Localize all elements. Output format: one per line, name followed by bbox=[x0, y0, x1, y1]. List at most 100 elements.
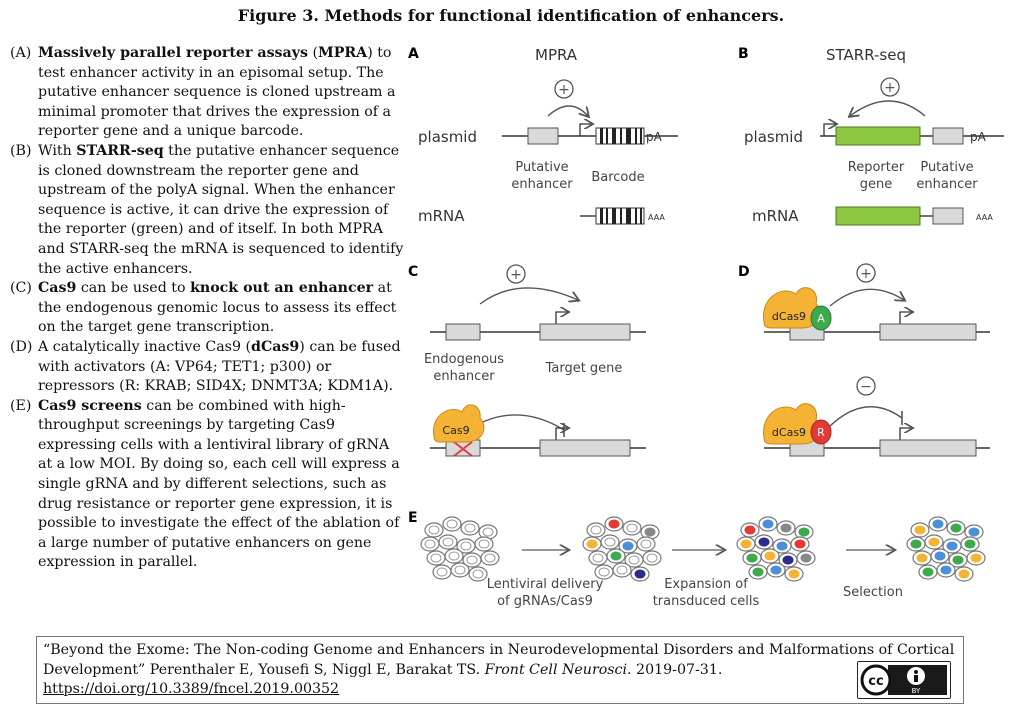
cell-nucleus bbox=[928, 537, 940, 547]
plus-sign: + bbox=[884, 80, 896, 96]
cell-nucleus bbox=[466, 555, 478, 565]
legend-item-c: (C) Cas9 can be used to knock out an enh… bbox=[10, 279, 405, 338]
plus-icon bbox=[856, 263, 876, 283]
cell-nucleus bbox=[764, 551, 776, 561]
text: A catalytically inactive Cas9 ( bbox=[38, 338, 252, 355]
item-text: With STARR-seq the putative enhancer seq… bbox=[38, 142, 405, 279]
text: can be combined with high-throughput scr… bbox=[38, 397, 400, 571]
text: the putative enhancer sequence is cloned… bbox=[38, 142, 404, 277]
reporter-mrna-box bbox=[835, 206, 921, 226]
cell-nucleus bbox=[958, 569, 970, 579]
plus-icon bbox=[880, 77, 900, 97]
cc-by-license-badge: cc BY bbox=[857, 661, 951, 699]
target-gene-box-d bbox=[879, 323, 977, 341]
repressor-label: R bbox=[817, 426, 825, 439]
text: With bbox=[38, 142, 77, 159]
repressor-domain bbox=[810, 419, 832, 445]
polya-tail-a: AAA bbox=[648, 213, 665, 222]
panel-b: B STARR-seq + plasmid pA Reporter gene P… bbox=[738, 46, 1004, 226]
citation-box: “Beyond the Exome: The Non-coding Genome… bbox=[36, 636, 964, 704]
figure-title: Figure 3. Methods for functional identif… bbox=[237, 6, 785, 25]
cell-nucleus bbox=[776, 541, 788, 551]
enhancer-box-a bbox=[527, 127, 559, 145]
lenti-label-1: Lentiviral delivery bbox=[487, 577, 604, 592]
legend-item-b: (B) With STARR-seq the putative enhancer… bbox=[10, 142, 405, 279]
legend-text: (A) Massively parallel reporter assays (… bbox=[10, 44, 405, 573]
target-gene-box-d2 bbox=[879, 439, 977, 457]
target-gene-box bbox=[539, 323, 631, 341]
cell-cluster-transduced bbox=[582, 516, 662, 582]
text: ) to test enhancer activity in an episom… bbox=[38, 45, 396, 140]
cell-nucleus bbox=[746, 553, 758, 563]
text: ( bbox=[307, 45, 319, 61]
minus-sign: − bbox=[860, 379, 872, 395]
cell-nucleus bbox=[430, 553, 442, 563]
cell-nucleus bbox=[782, 555, 794, 565]
endog-label-2: enhancer bbox=[433, 369, 495, 384]
cell-nucleus bbox=[964, 539, 976, 549]
activation-arrow bbox=[547, 105, 588, 116]
putative-label-a2: enhancer bbox=[511, 177, 573, 192]
text: ) can be fused with activators (A: VP64;… bbox=[38, 338, 401, 395]
cell-nucleus bbox=[800, 553, 812, 563]
knockout-x-icon bbox=[453, 441, 473, 457]
panel-letter-c: C bbox=[408, 264, 418, 280]
panel-d: D + dCas9 A − dCas9 R bbox=[738, 263, 990, 457]
cell-nucleus bbox=[484, 553, 496, 563]
panel-e: E Lentiviral delivery of gRNAs/Cas9 Expa… bbox=[408, 510, 986, 609]
cell-nucleus bbox=[932, 519, 944, 529]
text: at the endogenous genomic locus to asses… bbox=[38, 280, 397, 336]
bold-text: dCas9 bbox=[251, 338, 300, 355]
cas9-protein bbox=[433, 404, 485, 443]
plus-sign: + bbox=[510, 267, 522, 283]
cell-cluster-selected bbox=[906, 516, 986, 582]
dcas9-protein-2 bbox=[763, 403, 821, 445]
plasmid-label-b: plasmid bbox=[744, 128, 803, 146]
item-text: Cas9 screens can be combined with high-t… bbox=[38, 397, 405, 573]
bold-text: Cas9 bbox=[38, 280, 77, 297]
activation-arrow bbox=[829, 288, 904, 307]
promoter-arrow-d2 bbox=[899, 428, 912, 440]
cell-nucleus bbox=[758, 537, 770, 547]
target-gene-box-2 bbox=[539, 439, 631, 457]
barcode-mrna-a bbox=[595, 207, 645, 225]
promoter-arrow-d bbox=[899, 312, 912, 324]
reporter-gene-box bbox=[835, 126, 921, 146]
cell-nucleus bbox=[442, 537, 454, 547]
legend-item-a: (A) Massively parallel reporter assays (… bbox=[10, 44, 405, 142]
mrna-label-b: mRNA bbox=[752, 207, 799, 225]
cell-nucleus bbox=[752, 567, 764, 577]
cell-nucleus bbox=[794, 539, 806, 549]
cell-nucleus bbox=[610, 551, 622, 561]
dcas9-protein bbox=[763, 287, 821, 329]
panel-letter-a: A bbox=[408, 46, 419, 62]
cell-nucleus bbox=[950, 523, 962, 533]
cell-nucleus bbox=[436, 567, 448, 577]
cell-nucleus bbox=[464, 523, 476, 533]
license-label: BY bbox=[912, 687, 921, 695]
cell-nucleus bbox=[604, 537, 616, 547]
figure-svg: A MPRA + plasmid pA Putative enhancer Ba… bbox=[408, 46, 1004, 609]
cell-nucleus bbox=[788, 569, 800, 579]
cell-nucleus bbox=[744, 525, 756, 535]
promoter-arrow-c bbox=[555, 312, 568, 324]
cell-nucleus bbox=[770, 565, 782, 575]
cell-nucleus bbox=[914, 525, 926, 535]
cell-nucleus bbox=[622, 541, 634, 551]
legend-item-e: (E) Cas9 screens can be combined with hi… bbox=[10, 397, 405, 573]
bold-text: Cas9 screens bbox=[38, 397, 142, 414]
cell-cluster-expanded bbox=[736, 516, 816, 582]
item-text: A catalytically inactive Cas9 (dCas9) ca… bbox=[38, 338, 405, 397]
item-label: (E) bbox=[10, 397, 32, 414]
doi-link[interactable]: https://doi.org/10.3389/fncel.2019.00352 bbox=[43, 681, 340, 697]
cell-cluster-untransduced bbox=[420, 516, 500, 582]
bold-text: MPRA bbox=[318, 45, 368, 61]
minus-icon bbox=[856, 376, 876, 396]
cell-nucleus bbox=[608, 519, 620, 529]
cell-nucleus bbox=[934, 551, 946, 561]
item-label: (C) bbox=[10, 280, 32, 297]
putative-label-a1: Putative bbox=[515, 160, 568, 175]
enhancer-box-b bbox=[932, 127, 964, 145]
promoter-arrow-a bbox=[579, 124, 592, 136]
panel-letter-b: B bbox=[738, 46, 749, 62]
